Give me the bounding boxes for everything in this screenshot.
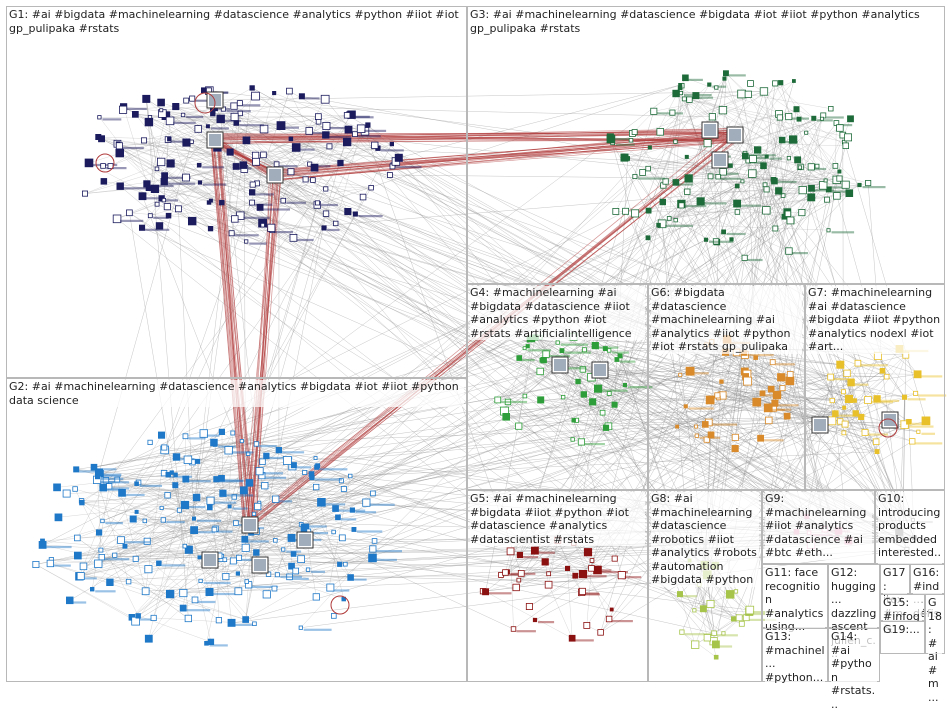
group-g9: G9: #machinelearning #iiot #analytics #d… <box>762 490 875 564</box>
group-g16: G16: #ind... défis <box>910 564 945 594</box>
group-g4: G4: #machinelearning #ai #bigdata #datas… <box>467 284 648 490</box>
group-g8: G8: #ai #machinelearning #datascience #r… <box>648 490 762 682</box>
group-g14: G14: #ai #python #rstats... <box>828 628 880 682</box>
group-g8-label: G8: #ai #machinelearning #datascience #r… <box>651 492 759 587</box>
group-g2: G2: #ai #machinelearning #datascience #a… <box>6 378 467 682</box>
group-g5: G5: #ai #machinelearning #bigdata #iiot … <box>467 490 648 682</box>
group-g3-label: G3: #ai #machinelearning #datascience #b… <box>470 8 942 35</box>
group-g3: G3: #ai #machinelearning #datascience #b… <box>467 6 945 284</box>
group-g12: G12: hugging... dazzling ascent julien_c… <box>828 564 880 628</box>
group-g17: G17: itox #ma... <box>880 564 910 594</box>
group-g19-label: G19:... <box>883 623 922 637</box>
group-g13: G13: #machinel... #python... <box>762 628 828 682</box>
group-g11-label: G11: face recognition #analytics using..… <box>765 566 825 634</box>
group-g18: G18: #ai #m... <box>925 594 945 654</box>
group-g1: G1: #ai #bigdata #machinelearning #datas… <box>6 6 467 378</box>
network-graph: G1: #ai #bigdata #machinelearning #datas… <box>0 0 950 688</box>
group-g5-label: G5: #ai #machinelearning #bigdata #iiot … <box>470 492 645 546</box>
group-g9-label: G9: #machinelearning #iiot #analytics #d… <box>765 492 872 560</box>
group-g4-label: G4: #machinelearning #ai #bigdata #datas… <box>470 286 645 340</box>
group-g19: G19:... <box>880 621 925 654</box>
group-g6: G6: #bigdata #datascience #machinelearni… <box>648 284 805 490</box>
group-g7: G7: #machinelearning #ai #datascience #b… <box>805 284 945 490</box>
group-g15: G15: #infogr... <box>880 594 925 621</box>
group-g2-label: G2: #ai #machinelearning #datascience #a… <box>9 380 464 407</box>
group-g10: G10: introducing products embedded inter… <box>875 490 945 564</box>
group-g1-label: G1: #ai #bigdata #machinelearning #datas… <box>9 8 464 35</box>
group-g6-label: G6: #bigdata #datascience #machinelearni… <box>651 286 802 354</box>
group-g13-label: G13: #machinel... #python... <box>765 630 825 684</box>
group-g10-label: G10: introducing products embedded inter… <box>878 492 942 573</box>
group-g7-label: G7: #machinelearning #ai #datascience #b… <box>808 286 942 354</box>
group-g11: G11: face recognition #analytics using..… <box>762 564 828 628</box>
group-g14-label: G14: #ai #python #rstats... <box>831 630 877 711</box>
